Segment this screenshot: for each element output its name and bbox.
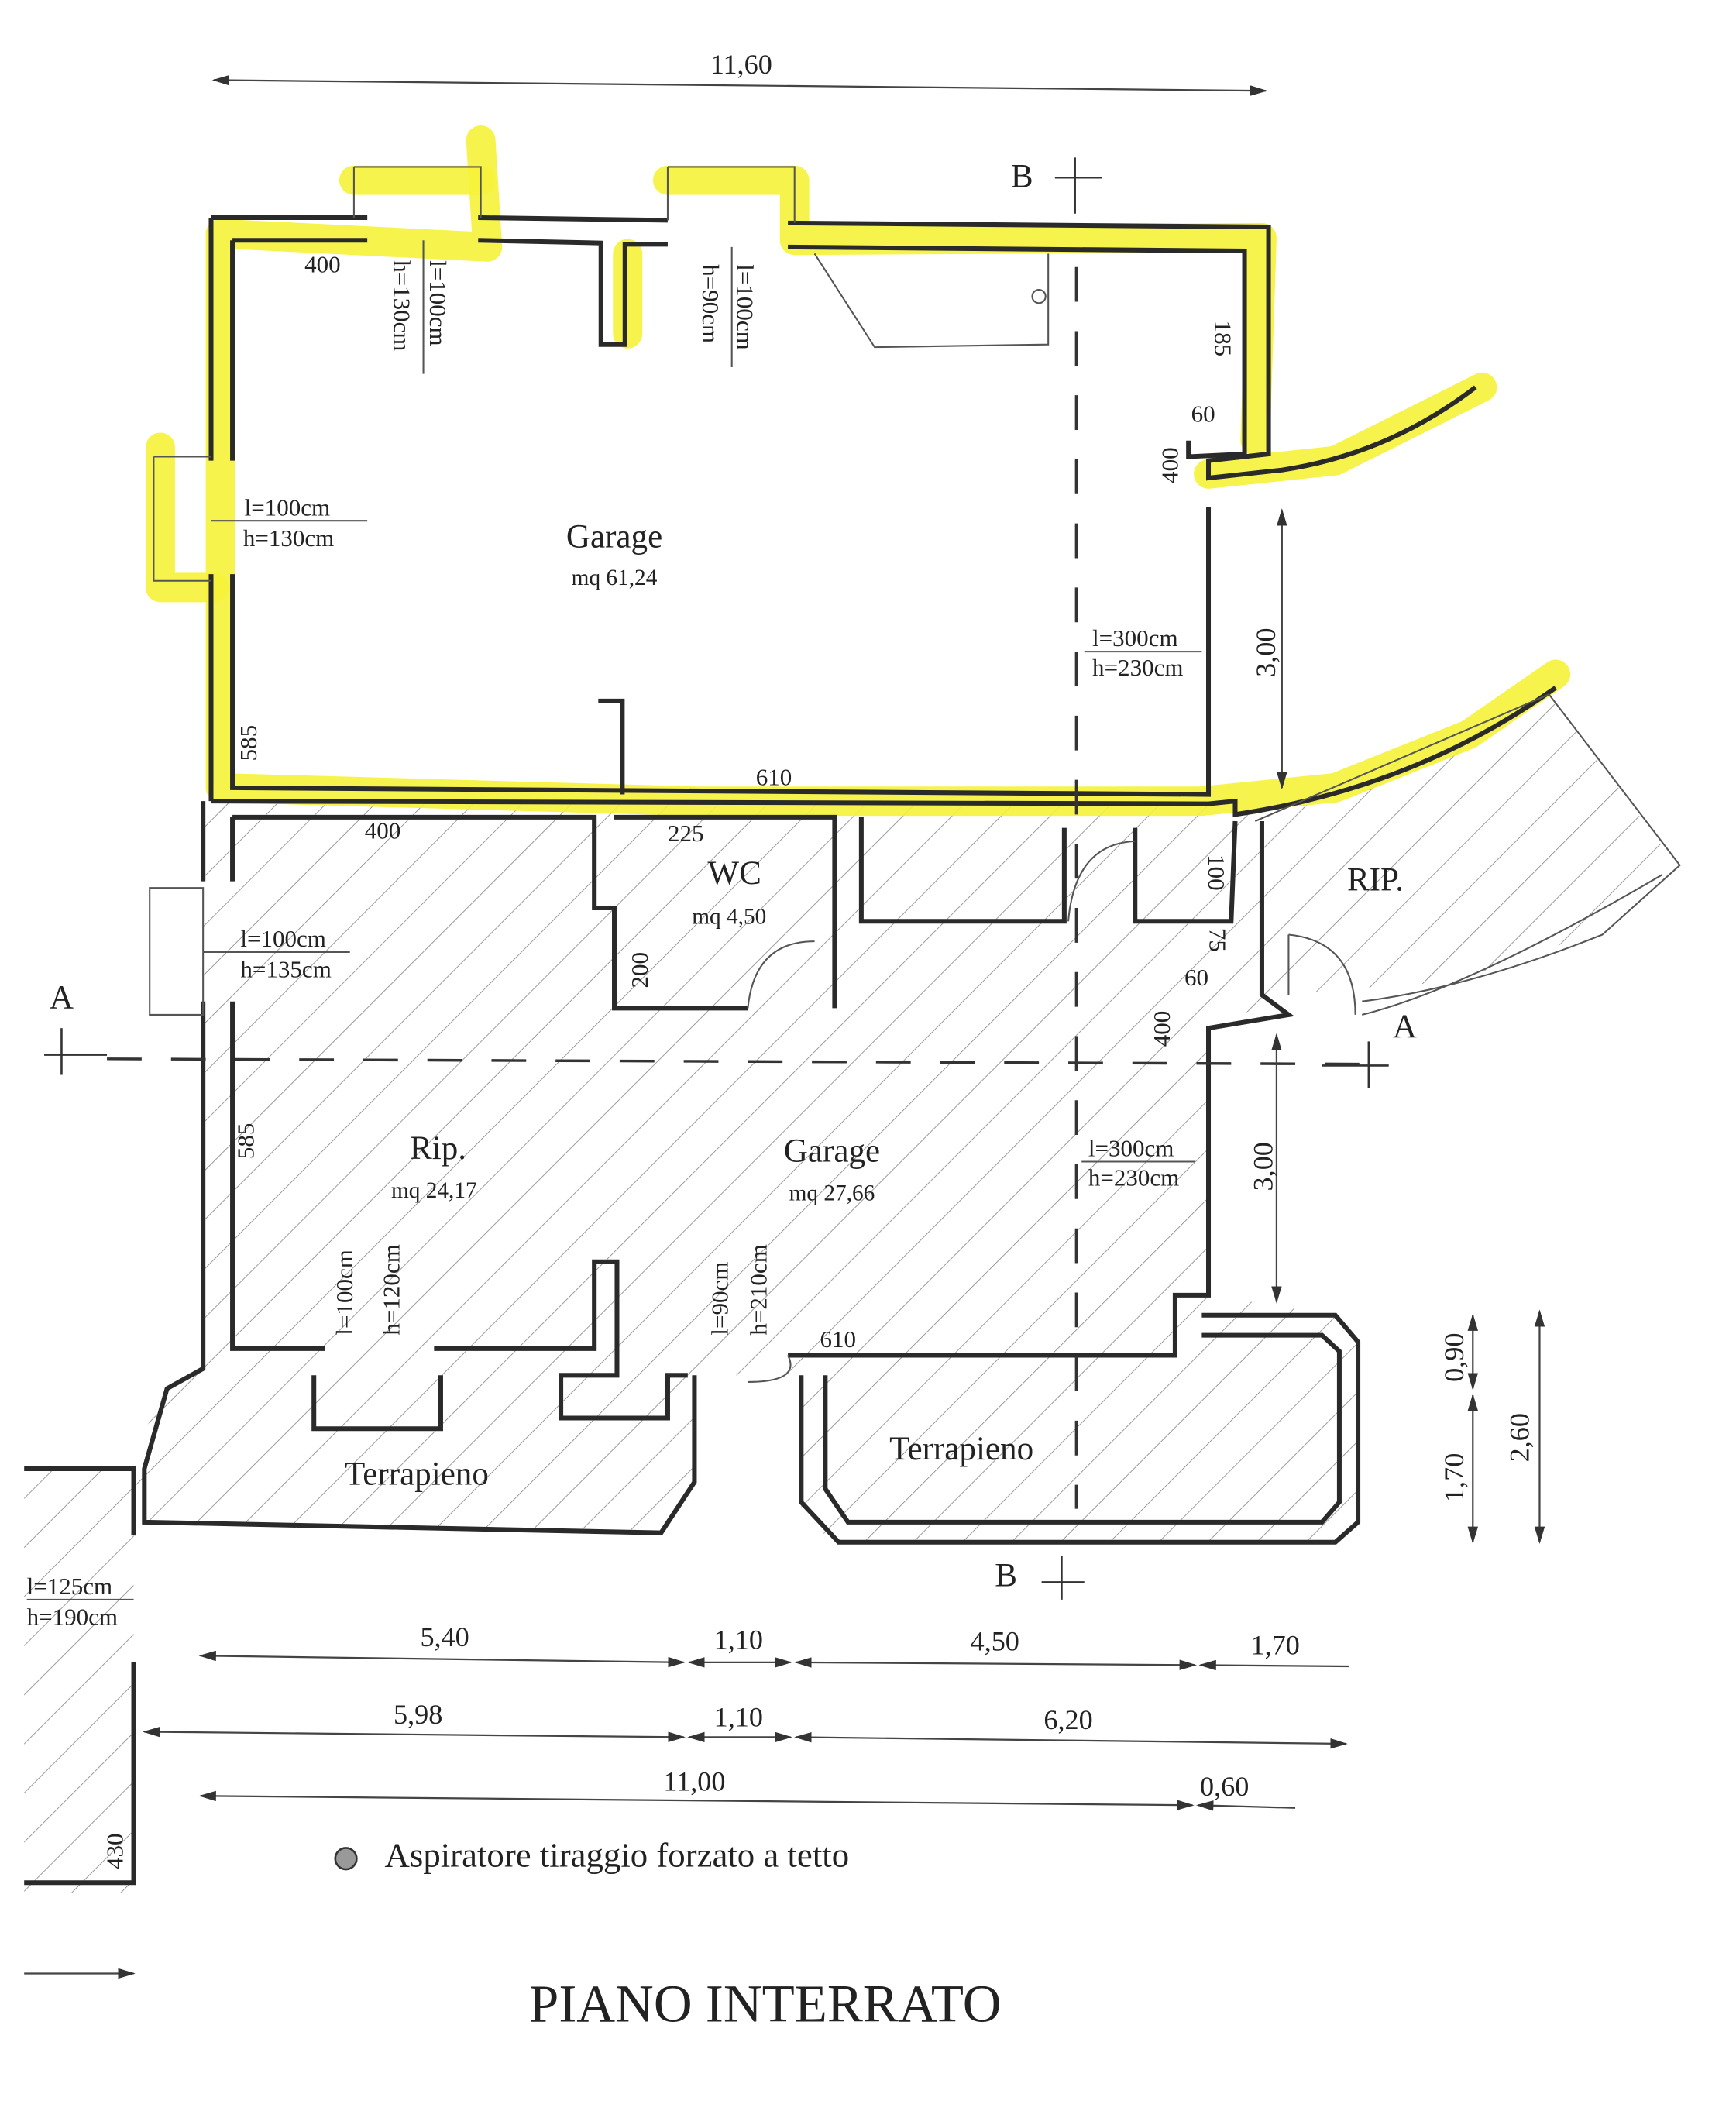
- room-name-wc: WC: [707, 855, 761, 892]
- opening-3-width: l=100cm: [245, 493, 331, 521]
- wall-dim: 100: [1203, 854, 1230, 891]
- section-marker-b-bottom: B: [995, 1558, 1017, 1594]
- dim-row2-2: 6,20: [1043, 1704, 1092, 1735]
- legend-label: Aspiratore tiraggio forzato a tetto: [385, 1836, 850, 1875]
- opening-3-height: h=130cm: [243, 524, 334, 552]
- wall-dim: 400: [1148, 1011, 1175, 1047]
- dim-side-1: 1,70: [1439, 1453, 1470, 1502]
- opening-9-height: h=190cm: [27, 1604, 118, 1631]
- room-name-rip: Rip.: [410, 1130, 466, 1167]
- section-marker-a-right: A: [1393, 1009, 1417, 1045]
- dim-top: 11,60: [710, 49, 772, 80]
- opening-7-height: h=120cm: [378, 1244, 405, 1335]
- overall-dimensions: 11,60 3,00 3,00 0,90 1,70 2,60 5,40 1,10…: [24, 49, 1545, 1979]
- dim-row1-3: 1,70: [1251, 1630, 1300, 1661]
- wall-dim: 200: [626, 952, 653, 988]
- opening-2-height: h=90cm: [697, 264, 724, 343]
- opening-1-width: l=100cm: [425, 260, 452, 346]
- room-name-garage-upper: Garage: [566, 519, 662, 555]
- opening-4-height: h=230cm: [1092, 654, 1183, 681]
- opening-2-width: l=100cm: [732, 264, 759, 350]
- opening-6-height: h=230cm: [1088, 1164, 1179, 1191]
- dim-row3-1: 0,60: [1200, 1771, 1249, 1802]
- dim-row2-0: 5,98: [394, 1699, 442, 1730]
- dim-row2-1: 1,10: [714, 1702, 763, 1733]
- opening-9-width: l=125cm: [27, 1573, 113, 1600]
- wall-dim: 400: [304, 251, 341, 278]
- section-marker-b-top: B: [1011, 158, 1033, 194]
- dim-row1-1: 1,10: [714, 1625, 763, 1655]
- wall-dimensions: 400 185 60 400 585 610 400 225 100 75 60…: [101, 251, 1237, 1869]
- room-name-terrapieno-right: Terrapieno: [889, 1431, 1033, 1467]
- walls-upper: [153, 166, 1557, 817]
- highlight-upper-garage: [146, 125, 1571, 817]
- section-lines: [44, 157, 1389, 1600]
- dim-row3-0: 11,00: [663, 1765, 725, 1796]
- wall-dim: 610: [820, 1325, 856, 1353]
- opening-5-height: h=135cm: [240, 956, 331, 983]
- section-marker-a-left: A: [50, 979, 74, 1016]
- opening-labels: l=100cm h=130cm l=100cm h=90cm l=100cm h…: [26, 240, 1202, 1631]
- fan-dot-icon: [334, 1847, 358, 1871]
- opening-1-height: h=130cm: [389, 260, 416, 351]
- hatched-lower-floor: [24, 694, 1676, 1894]
- opening-6-width: l=300cm: [1088, 1135, 1174, 1162]
- dim-row1-0: 5,40: [420, 1621, 469, 1652]
- wall-dim: 400: [1156, 447, 1183, 483]
- room-name-garage-lower: Garage: [784, 1133, 880, 1170]
- walls-lower: [24, 693, 1681, 1886]
- plan-title: PIANO INTERRATO: [529, 1975, 1002, 2034]
- wall-dim: 60: [1184, 964, 1208, 991]
- dim-side-0: 0,90: [1439, 1333, 1470, 1382]
- wall-dim: 430: [101, 1833, 129, 1869]
- opening-7-width: l=100cm: [331, 1250, 358, 1336]
- room-name-terrapieno-left: Terrapieno: [345, 1456, 489, 1493]
- wall-dim: 585: [235, 725, 262, 762]
- opening-4-width: l=300cm: [1092, 624, 1178, 652]
- dim-right-upper: 3,00: [1250, 628, 1281, 677]
- room-area-garage-lower: mq 27,66: [789, 1181, 875, 1206]
- wall-dim: 225: [668, 820, 704, 847]
- wall-dim: 610: [756, 763, 792, 790]
- wall-dim: 585: [232, 1123, 260, 1160]
- wall-dim: 400: [365, 817, 401, 844]
- wall-dim: 75: [1205, 928, 1232, 952]
- dim-row1-2: 4,50: [971, 1625, 1019, 1656]
- dim-side-2: 2,60: [1504, 1413, 1535, 1462]
- opening-5-width: l=100cm: [240, 925, 326, 952]
- room-area-garage-upper: mq 61,24: [572, 566, 658, 590]
- room-area-wc: mq 4,50: [692, 905, 766, 930]
- room-name-rip-small: RIP.: [1347, 862, 1404, 899]
- room-area-rip: mq 24,17: [391, 1178, 477, 1203]
- opening-8-width: l=90cm: [706, 1262, 734, 1336]
- dim-right-lower: 3,00: [1248, 1142, 1279, 1191]
- opening-8-height: h=210cm: [745, 1244, 772, 1335]
- wall-dim: 185: [1210, 321, 1237, 357]
- wall-dim: 60: [1191, 401, 1215, 428]
